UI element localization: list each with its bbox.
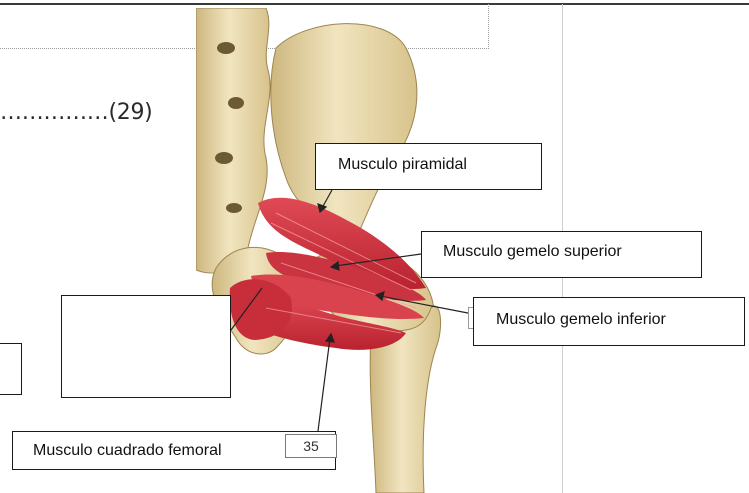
label-musculo-gemelo-inferior: Musculo gemelo inferior — [473, 297, 745, 346]
pointer-line-piramidal — [322, 190, 332, 208]
empty-label-box[interactable] — [61, 295, 231, 398]
pointer-line-empty — [231, 288, 262, 330]
arrowhead — [318, 204, 326, 212]
arrowhead — [331, 262, 339, 270]
arrowhead — [326, 334, 334, 342]
pointer-line-gemelo-inferior — [380, 296, 473, 314]
label-musculo-piramidal: Musculo piramidal — [315, 143, 542, 190]
label-musculo-gemelo-superior: Musculo gemelo superior — [421, 231, 702, 278]
partial-label-box[interactable] — [0, 343, 22, 395]
pointer-line-cuadrado — [318, 338, 330, 431]
arrowhead — [376, 292, 384, 300]
number-field[interactable]: 35 — [285, 434, 337, 458]
pointer-line-gemelo-superior — [335, 254, 421, 266]
